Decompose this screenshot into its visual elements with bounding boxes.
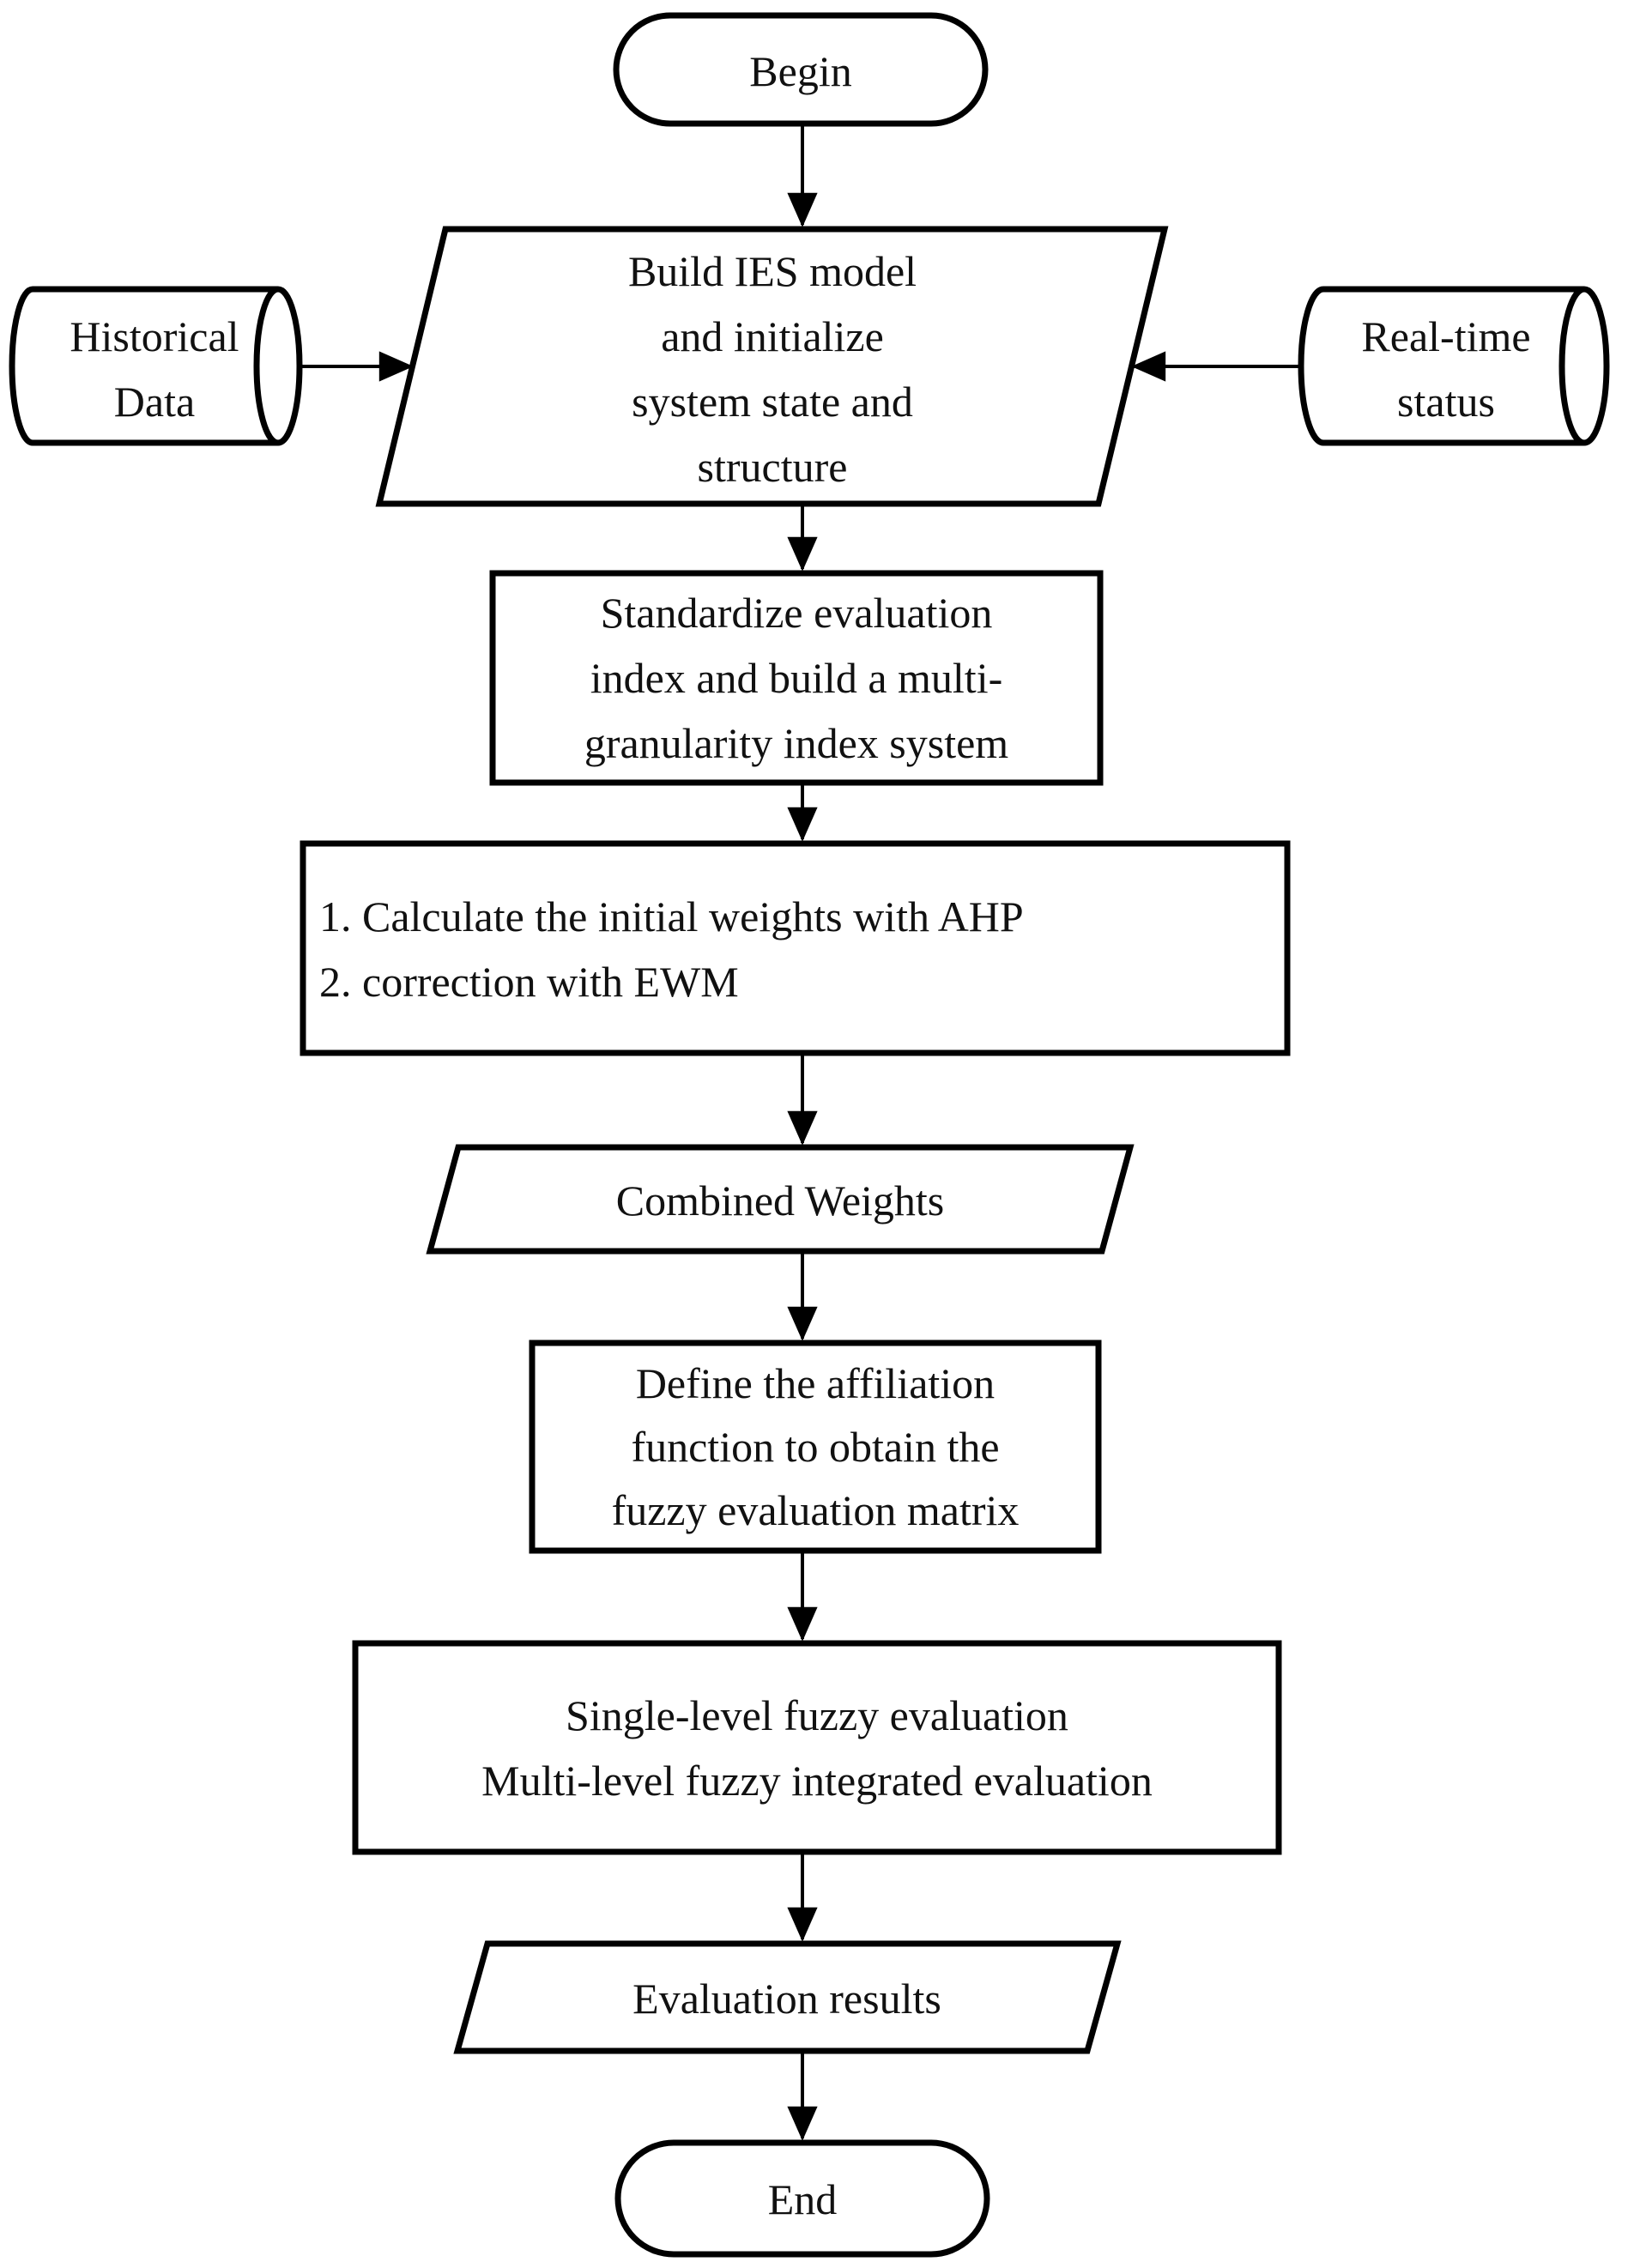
build-ies-model-line-3: system state and: [632, 378, 913, 426]
fuzzy-evaluation-line-1: Single-level fuzzy evaluation: [566, 1691, 1068, 1739]
build-ies-model-line-2: and initialize: [661, 312, 884, 360]
affiliation-function-line-1: Define the affiliation: [636, 1359, 995, 1407]
begin-label: Begin: [749, 47, 851, 95]
evaluation-results-parallelogram-shape: [453, 1940, 1122, 2054]
end-terminator-shape: [614, 2139, 990, 2258]
real-time-status-cylinder-cap: [1558, 286, 1610, 446]
combined-weights-parallelogram-shape: [426, 1144, 1135, 1255]
standardize-index-line-3: granularity index system: [584, 719, 1008, 767]
evaluation-results-label: Evaluation results: [632, 1975, 941, 2023]
real-time-status-line-1: Real-time: [1361, 312, 1530, 360]
real-time-status-line-2: status: [1397, 378, 1495, 426]
standardize-index-line-1: Standardize evaluation: [601, 589, 993, 637]
calculate-weights-line-2: 2. correction with EWM: [319, 958, 739, 1006]
affiliation-function-process-shape: [529, 1340, 1102, 1554]
historical-data-line-2: Data: [114, 378, 195, 426]
standardize-index-process-shape: [489, 570, 1104, 786]
fuzzy-evaluation-line-2: Multi-level fuzzy integrated evaluation: [481, 1757, 1153, 1805]
build-ies-model-parallelogram-shape: [375, 226, 1169, 507]
affiliation-function-line-3: fuzzy evaluation matrix: [612, 1486, 1020, 1534]
standardize-index-line-2: index and build a multi-: [590, 654, 1002, 702]
end-label: End: [768, 2175, 838, 2223]
calculate-weights-process-shape: [300, 840, 1291, 1056]
real-time-status-cylinder-back: [1298, 286, 1324, 446]
calculate-weights-line-1: 1. Calculate the initial weights with AH…: [319, 892, 1024, 940]
historical-data-cylinder-cap: [253, 286, 303, 446]
historical-data-line-1: Historical: [70, 312, 239, 360]
affiliation-function-line-2: function to obtain the: [631, 1423, 999, 1471]
fuzzy-evaluation-process-shape: [352, 1640, 1282, 1855]
real-time-status-cylinder-shape: [1298, 286, 1610, 446]
combined-weights-label: Combined Weights: [616, 1176, 945, 1225]
build-ies-model-line-1: Build IES model: [628, 247, 917, 295]
historical-data-cylinder-shape: [9, 286, 303, 446]
historical-data-cylinder-back: [9, 286, 33, 446]
build-ies-model-line-4: structure: [698, 443, 848, 491]
begin-terminator-shape: [613, 12, 989, 127]
